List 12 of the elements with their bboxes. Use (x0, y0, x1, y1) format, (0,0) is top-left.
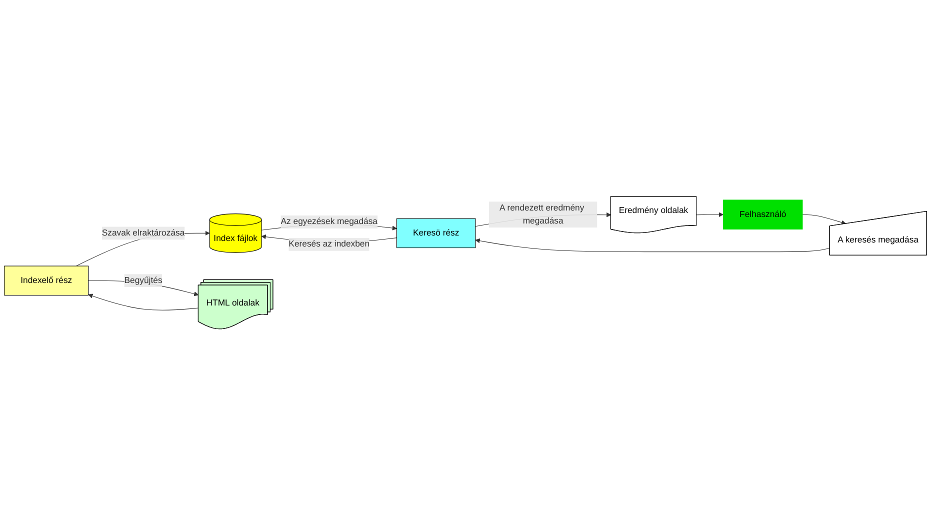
node-box: Felhasználó (723, 200, 803, 230)
node-box: Keresö rész (396, 218, 476, 248)
arrow (696, 212, 724, 217)
edge-label: Szavak elraktározása (102, 228, 185, 238)
edge-label: Begyűjtés (124, 276, 162, 285)
arrow (475, 238, 830, 252)
edge-label: Az egyezések megadása (280, 217, 378, 226)
arrow (88, 294, 199, 310)
edge-label: A rendezett eredmény megadása (499, 203, 584, 226)
arrow (802, 214, 846, 225)
node-box: Indexelő rész (4, 266, 89, 296)
edge-label: Keresés az indexben (288, 239, 370, 249)
